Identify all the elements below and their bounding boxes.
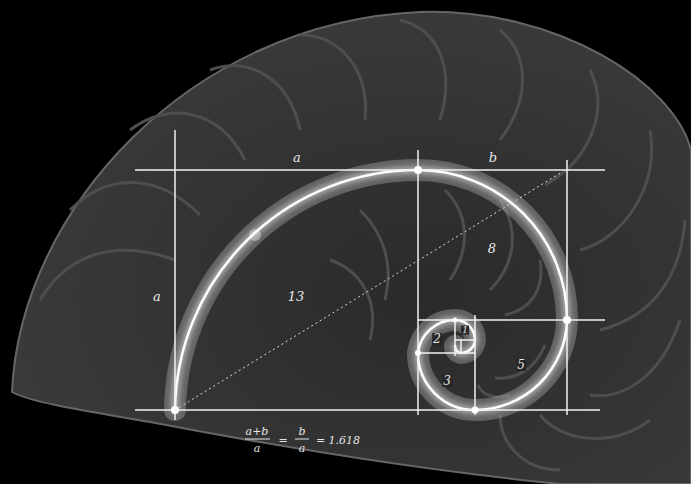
formula-text: = 1.618 [314,434,362,447]
golden-spiral [175,170,567,410]
shell-outline [12,12,691,484]
formula-text: = [276,434,289,447]
fibonacci-number: 1 [461,326,469,335]
formula-text: a [252,442,263,455]
dimension-label: b [487,150,499,165]
formula-text: a+b [244,425,271,438]
fibonacci-number: 13 [286,289,307,304]
glow-points [171,166,571,414]
dimension-label: a [151,289,163,304]
dimension-label: a [291,150,303,165]
fibonacci-number: 2 [432,333,442,345]
fibonacci-number: 5 [516,359,526,371]
fibonacci-number: 3 [442,375,452,387]
formula-text: b [296,425,307,438]
fraction-bars [245,439,309,440]
formula-text: a [297,442,308,455]
fibonacci-number: 8 [486,241,498,256]
shell-chambers [40,20,685,470]
golden-rectangles [135,130,605,420]
diagonal-line [175,172,562,410]
